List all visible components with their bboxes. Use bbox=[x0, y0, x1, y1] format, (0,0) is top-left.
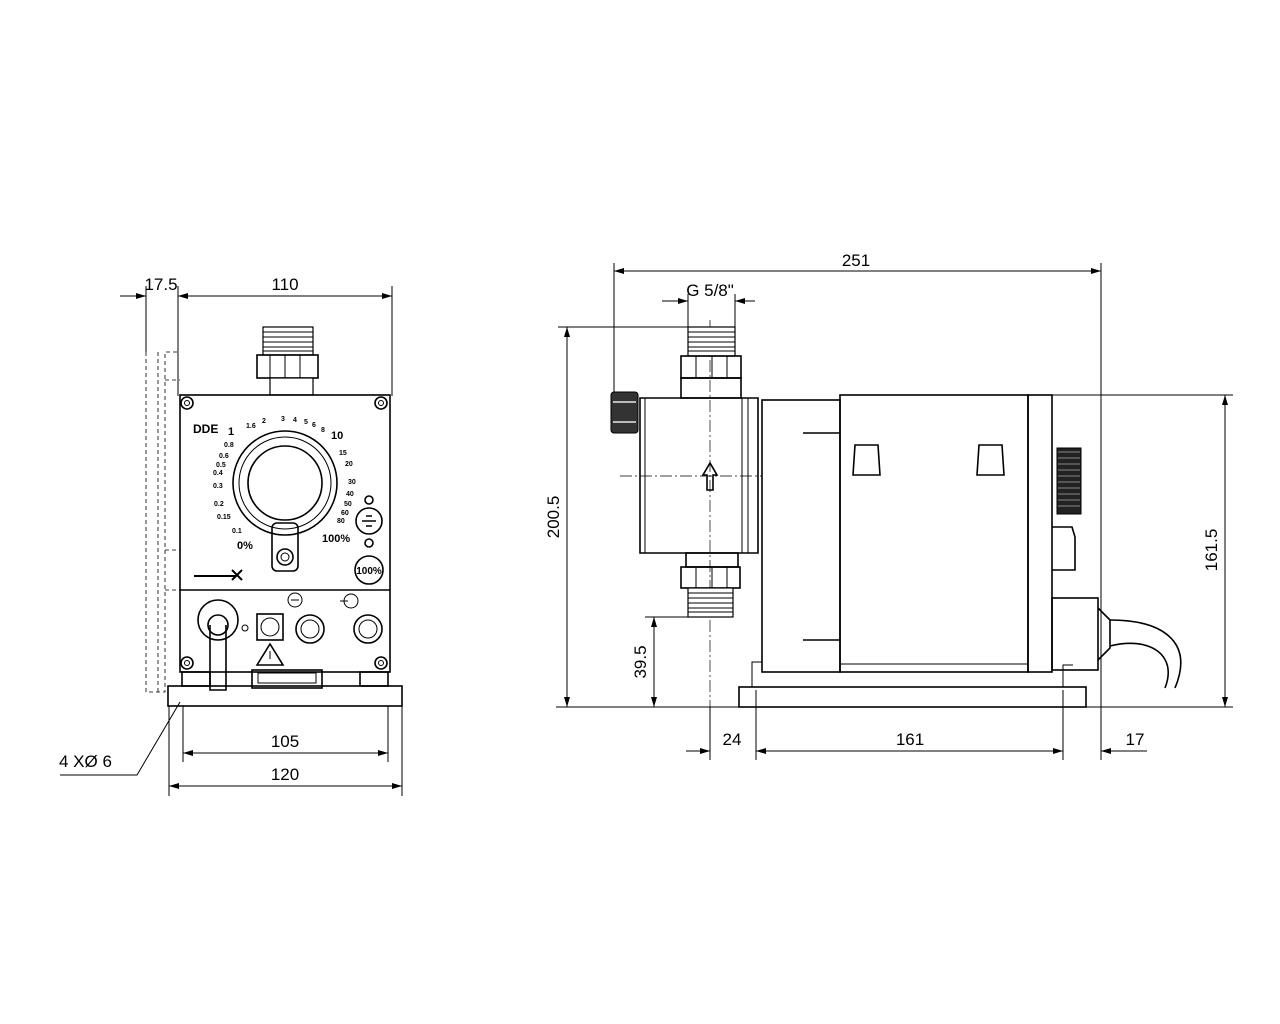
deaeration-valve[interactable] bbox=[610, 391, 639, 434]
svg-text:50: 50 bbox=[344, 501, 352, 508]
dimension-holes: 4 XØ 6 bbox=[59, 752, 112, 771]
dimension-body-height: 161.5 bbox=[1202, 529, 1221, 572]
svg-text:0.6: 0.6 bbox=[219, 453, 229, 460]
dial-scale: 1 1.6 2 3 4 5 6 8 10 15 20 30 40 50 60 8… bbox=[213, 416, 356, 552]
svg-text:0.8: 0.8 bbox=[224, 442, 234, 449]
screws bbox=[180, 396, 388, 670]
dimension-rear-offset: 17 bbox=[1126, 730, 1145, 749]
svg-text:0.4: 0.4 bbox=[213, 470, 223, 477]
cable-connector bbox=[1051, 597, 1182, 689]
svg-text:40: 40 bbox=[346, 491, 354, 498]
svg-text:8: 8 bbox=[321, 427, 325, 434]
dimension-lines-side: 251 G 5/8" 200.5 161.5 39.5 24 161 17 bbox=[544, 251, 1233, 760]
svg-text:15: 15 bbox=[339, 450, 347, 457]
dimension-height: 200.5 bbox=[544, 496, 563, 539]
svg-text:3: 3 bbox=[281, 416, 285, 423]
svg-text:80: 80 bbox=[337, 518, 345, 525]
svg-text:0.1: 0.1 bbox=[232, 528, 242, 535]
dimension-front-offset: 24 bbox=[723, 730, 742, 749]
adjustment-knob[interactable] bbox=[1052, 447, 1082, 571]
start-stop-button[interactable] bbox=[355, 495, 383, 548]
svg-text:1: 1 bbox=[228, 426, 234, 438]
svg-text:60: 60 bbox=[341, 510, 349, 517]
motor-body bbox=[839, 394, 1053, 673]
dimension-hole-spacing: 105 bbox=[271, 732, 299, 751]
model-label: DDE bbox=[193, 422, 218, 436]
svg-text:0.2: 0.2 bbox=[214, 501, 224, 508]
svg-text:100%: 100% bbox=[356, 566, 382, 577]
svg-text:100%: 100% bbox=[322, 533, 350, 545]
svg-text:20: 20 bbox=[345, 461, 353, 468]
svg-text:0.5: 0.5 bbox=[216, 462, 226, 469]
dimension-inlet-height: 39.5 bbox=[631, 645, 650, 678]
side-discharge-fitting bbox=[680, 326, 742, 379]
dimension-connection: G 5/8" bbox=[686, 281, 734, 300]
svg-text:0%: 0% bbox=[237, 540, 253, 552]
svg-text:4: 4 bbox=[293, 417, 297, 424]
front-view: 17.5 110 DDE 1 1.6 2 3 4 5 6 8 10 15 bbox=[59, 275, 403, 796]
svg-text:0.15: 0.15 bbox=[217, 514, 231, 521]
svg-text:5: 5 bbox=[304, 419, 308, 426]
svg-text:2: 2 bbox=[262, 418, 266, 425]
dimension-top-front: 17.5 110 bbox=[120, 275, 393, 396]
svg-text:1.6: 1.6 bbox=[246, 423, 256, 430]
side-base-plate bbox=[738, 686, 1087, 708]
dimension-offset: 17.5 bbox=[144, 275, 177, 294]
dimension-width: 110 bbox=[271, 275, 298, 294]
pump-front-housing bbox=[179, 394, 391, 673]
drive-housing bbox=[761, 399, 841, 673]
svg-text:6: 6 bbox=[312, 422, 316, 429]
flow-arrow-icon bbox=[701, 461, 719, 491]
dimension-base-width: 120 bbox=[271, 765, 299, 784]
dial-lock-lever[interactable] bbox=[271, 522, 299, 572]
svg-text:10: 10 bbox=[331, 430, 343, 442]
button-100-percent[interactable]: 100% bbox=[354, 555, 384, 585]
dimension-length: 251 bbox=[842, 251, 870, 270]
side-view: 251 G 5/8" 200.5 161.5 39.5 24 161 17 bbox=[544, 251, 1233, 760]
dimension-bottom-front: 105 120 4 XØ 6 bbox=[59, 701, 403, 796]
dimension-side-hole-spacing: 161 bbox=[896, 730, 924, 749]
discharge-fitting bbox=[256, 326, 319, 396]
connection-panel bbox=[197, 592, 383, 691]
capacity-dial[interactable] bbox=[232, 430, 338, 572]
base-plate bbox=[167, 671, 403, 707]
svg-text:0.3: 0.3 bbox=[213, 483, 223, 490]
svg-text:30: 30 bbox=[348, 479, 356, 486]
grundfos-logo bbox=[194, 569, 243, 581]
dosing-head bbox=[610, 320, 762, 707]
side-suction-fitting bbox=[680, 566, 741, 618]
